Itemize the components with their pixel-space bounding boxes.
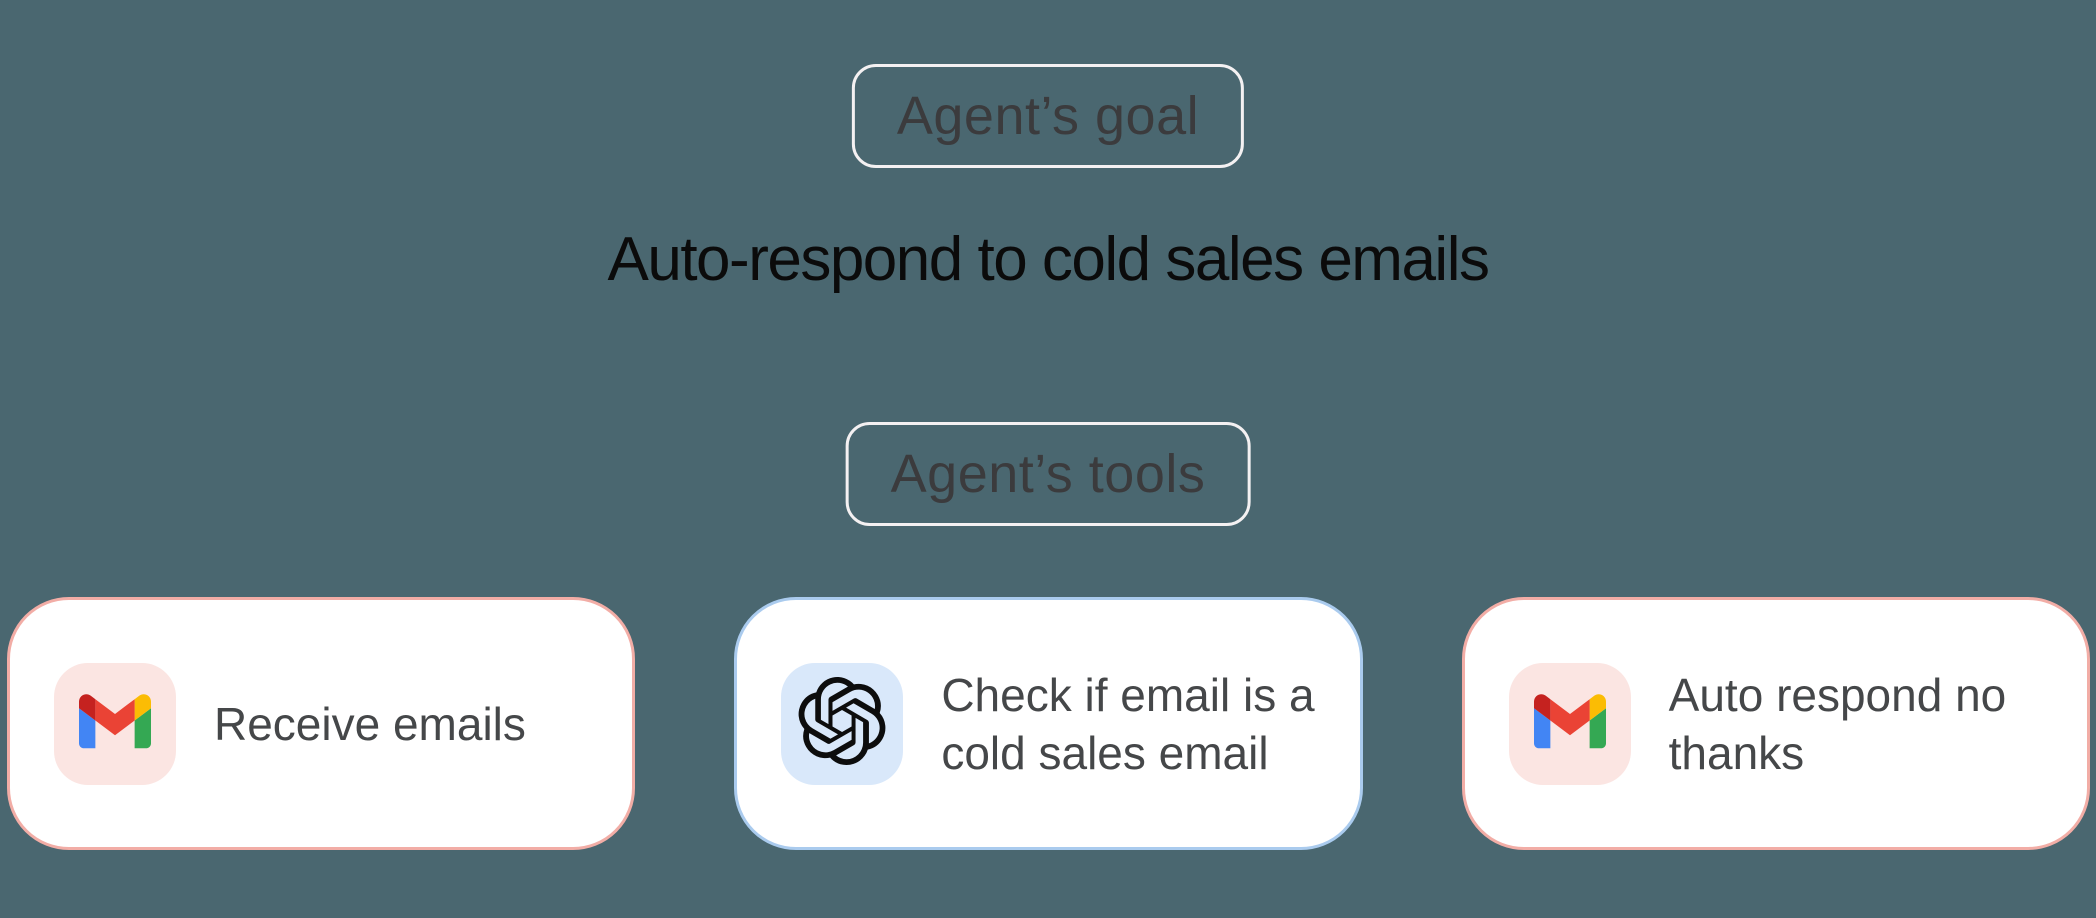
tool-card-receive-emails: Receive emails	[7, 597, 636, 850]
openai-icon	[798, 677, 886, 770]
tool-cards-row: Receive emails Check if email is a cold …	[7, 597, 2090, 850]
openai-icon-tile	[781, 662, 904, 785]
gmail-icon-tile	[54, 662, 176, 785]
agents-goal-badge-label: Agent’s goal	[896, 86, 1200, 146]
tool-card-auto-respond-no-thanks: Auto respond no thanks	[1461, 597, 2090, 850]
gmail-icon	[79, 693, 151, 754]
tool-card-label: Receive emails	[214, 697, 526, 750]
agents-tools-badge-label: Agent’s tools	[890, 444, 1206, 504]
agents-tools-badge: Agent’s tools	[845, 422, 1251, 526]
gmail-icon-tile	[1508, 662, 1631, 785]
goal-title: Auto-respond to cold sales emails	[607, 225, 1490, 294]
agents-goal-badge: Agent’s goal	[851, 64, 1245, 168]
tool-card-label: Auto respond no thanks	[1668, 668, 2007, 779]
tool-card-label: Check if email is a cold sales email	[941, 668, 1315, 779]
gmail-icon	[1533, 693, 1606, 754]
tool-card-check-cold-sales-email: Check if email is a cold sales email	[734, 597, 1363, 850]
